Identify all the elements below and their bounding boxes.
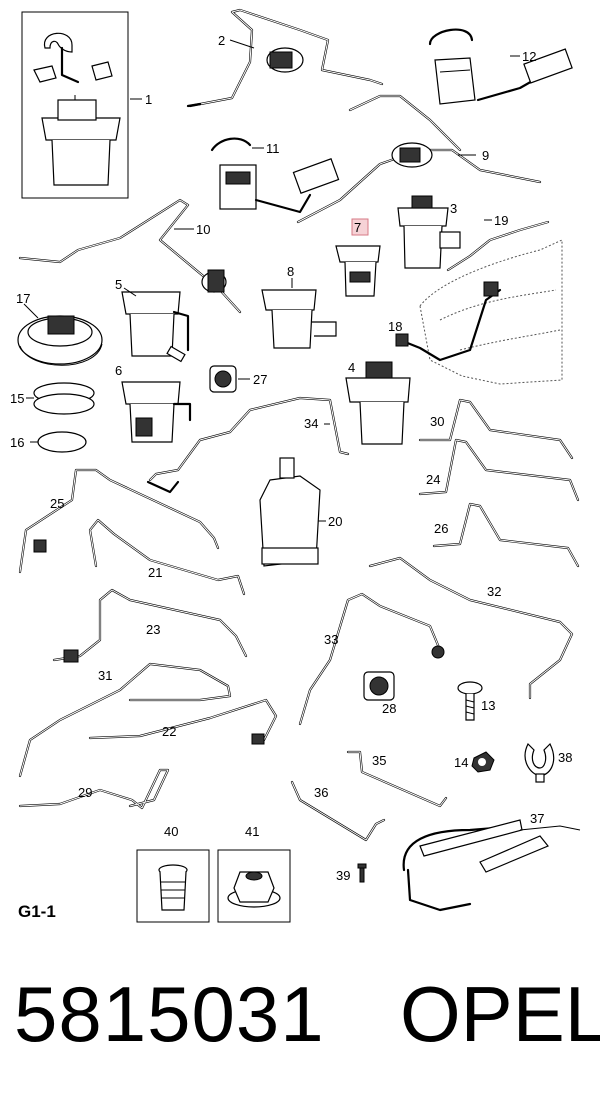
part-8-fuel-pump-module — [261, 289, 337, 349]
part-1-fuel-pump-assembly-inset — [21, 11, 129, 199]
callout-35[interactable]: 35 — [372, 753, 386, 768]
callout-8[interactable]: 8 — [287, 264, 294, 279]
part-33-fuel-line — [298, 592, 445, 726]
callout-27[interactable]: 27 — [253, 372, 267, 387]
part-21-fuel-line — [88, 518, 246, 596]
callout-11[interactable]: 11 — [266, 141, 280, 156]
callout-23[interactable]: 23 — [146, 622, 160, 637]
callout-40[interactable]: 40 — [164, 824, 178, 839]
callout-7[interactable]: 7 — [354, 220, 361, 235]
callout-9[interactable]: 9 — [482, 148, 489, 163]
part-34-fuel-line — [146, 396, 350, 494]
callout-19[interactable]: 19 — [494, 213, 508, 228]
part-24-fuel-line — [418, 438, 580, 502]
part-17-fuel-pump-cover — [17, 315, 103, 366]
sheet-label: G1-1 — [18, 902, 56, 921]
callout-38[interactable]: 38 — [558, 750, 572, 765]
part-28-retainer — [363, 671, 395, 701]
callout-22[interactable]: 22 — [162, 724, 176, 739]
part-20-evap-canister — [259, 457, 321, 567]
callout-4[interactable]: 4 — [348, 360, 355, 375]
callout-37[interactable]: 37 — [530, 811, 544, 826]
parts-diagram: 1 2 12 9 11 10 — [10, 8, 581, 923]
callout-10[interactable]: 10 — [196, 222, 210, 237]
callout-36[interactable]: 36 — [314, 785, 328, 800]
callout-6[interactable]: 6 — [115, 363, 122, 378]
callout-17[interactable]: 17 — [16, 291, 30, 306]
part-18-wiring-harness — [395, 281, 502, 362]
part-16-seal-ring — [37, 431, 87, 453]
part-7-fuel-pump-module — [335, 245, 381, 297]
callout-5[interactable]: 5 — [115, 277, 122, 292]
part-14-nut — [471, 751, 495, 773]
part-32-fuel-line — [368, 556, 574, 700]
part-19-vent-line — [446, 220, 550, 272]
part-number: 5815031 — [14, 970, 325, 1058]
callout-15[interactable]: 15 — [10, 391, 24, 406]
callout-20[interactable]: 20 — [328, 514, 342, 529]
callout-3[interactable]: 3 — [450, 201, 457, 216]
callout-7-highlight — [351, 218, 369, 236]
callout-39[interactable]: 39 — [336, 868, 350, 883]
callout-32[interactable]: 32 — [487, 584, 501, 599]
part-10-fuel-line-with-filter — [18, 198, 242, 314]
callout-14[interactable]: 14 — [454, 755, 468, 770]
part-15-lock-ring — [33, 382, 95, 415]
part-30-fuel-line — [418, 398, 574, 460]
part-40-grommet-box — [136, 849, 210, 923]
callout-13[interactable]: 13 — [481, 698, 495, 713]
part-25-fuel-line — [18, 468, 220, 574]
callout-28[interactable]: 28 — [382, 701, 396, 716]
callout-21[interactable]: 21 — [148, 565, 162, 580]
part-38-clip — [524, 742, 555, 783]
callout-1[interactable]: 1 — [145, 92, 152, 107]
callout-16[interactable]: 16 — [10, 435, 24, 450]
callout-26[interactable]: 26 — [434, 521, 448, 536]
callout-41[interactable]: 41 — [245, 824, 259, 839]
callout-31[interactable]: 31 — [98, 668, 112, 683]
part-39-screw — [357, 863, 367, 883]
part-35-tank-strap — [346, 750, 448, 808]
callout-18[interactable]: 18 — [388, 319, 402, 334]
part-12-control-module — [428, 28, 573, 105]
part-6-fuel-pump-module — [121, 381, 192, 443]
part-22-fuel-line — [88, 698, 278, 745]
callout-29[interactable]: 29 — [78, 785, 92, 800]
callout-30[interactable]: 30 — [430, 414, 444, 429]
part-23-fuel-line — [52, 588, 248, 663]
part-9-fuel-return-line — [296, 94, 542, 224]
part-13-bolt — [457, 681, 483, 721]
callout-24[interactable]: 24 — [426, 472, 440, 487]
part-3-fuel-pump-module — [397, 195, 461, 269]
callout-33[interactable]: 33 — [324, 632, 338, 647]
brand-name: OPEL — [400, 970, 600, 1058]
part-5-fuel-pump-module — [121, 291, 190, 363]
fuel-tank-outline — [419, 239, 563, 385]
part-2-fuel-feed-line — [186, 8, 384, 108]
part-36-tank-strap — [290, 780, 386, 842]
part-26-fuel-line — [432, 502, 580, 568]
part-29-fuel-line — [18, 768, 170, 810]
part-41-nut-box — [217, 849, 291, 923]
callout-25[interactable]: 25 — [50, 496, 64, 511]
callout-34[interactable]: 34 — [304, 416, 318, 431]
part-27-retainer — [209, 365, 237, 393]
part-11-fuel-pump-connector — [210, 137, 340, 214]
part-31-fuel-line — [18, 662, 232, 778]
part-37-wiring-harness — [402, 819, 581, 912]
callout-12[interactable]: 12 — [522, 49, 536, 64]
part-4-fuel-pump-module — [345, 361, 411, 445]
callout-2[interactable]: 2 — [218, 33, 225, 48]
